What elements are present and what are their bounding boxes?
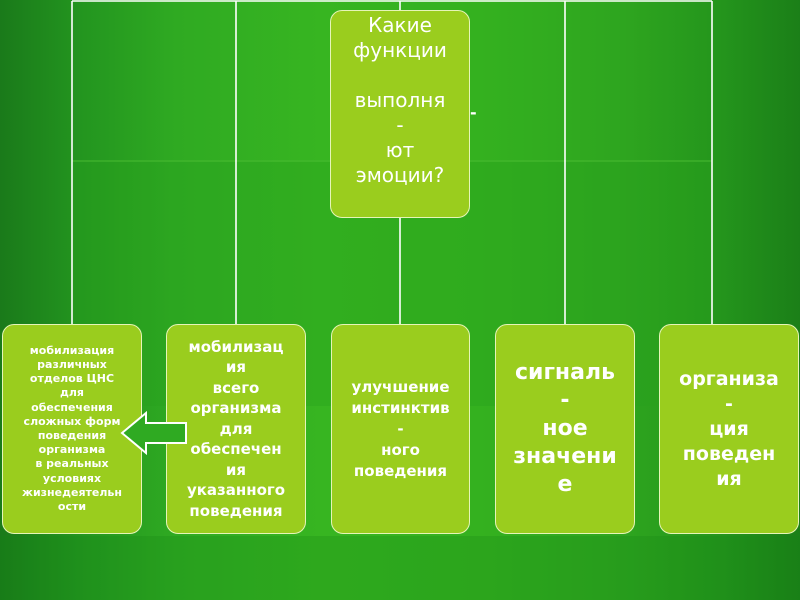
child-node-text: сигналь - ное значени е	[513, 360, 617, 497]
child-node-text: улучшение инстинктив - ного поведения	[351, 377, 450, 480]
child-node-text: мобилизац ия всего организма для обеспеч…	[186, 337, 286, 520]
left-arrow-icon	[120, 410, 187, 456]
child-node-organism-mobilization: мобилизац ия всего организма для обеспеч…	[166, 324, 306, 534]
root-node-question: Какие функции выполня - ют эмоции?	[330, 10, 470, 218]
child-node-text: мобилизация различных отделов ЦНС для об…	[22, 343, 122, 514]
background-band-bottom	[0, 536, 800, 600]
root-node-text: Какие функции выполня - ют эмоции?	[353, 13, 447, 187]
stray-mark: -	[470, 103, 477, 122]
child-node-behavior-organization: организа - ция поведен ия	[659, 324, 799, 534]
child-node-text: организа - ция поведен ия	[679, 367, 779, 490]
child-node-instinct-improvement: улучшение инстинктив - ного поведения	[331, 324, 470, 534]
child-node-signal-meaning: сигналь - ное значени е	[495, 324, 635, 534]
